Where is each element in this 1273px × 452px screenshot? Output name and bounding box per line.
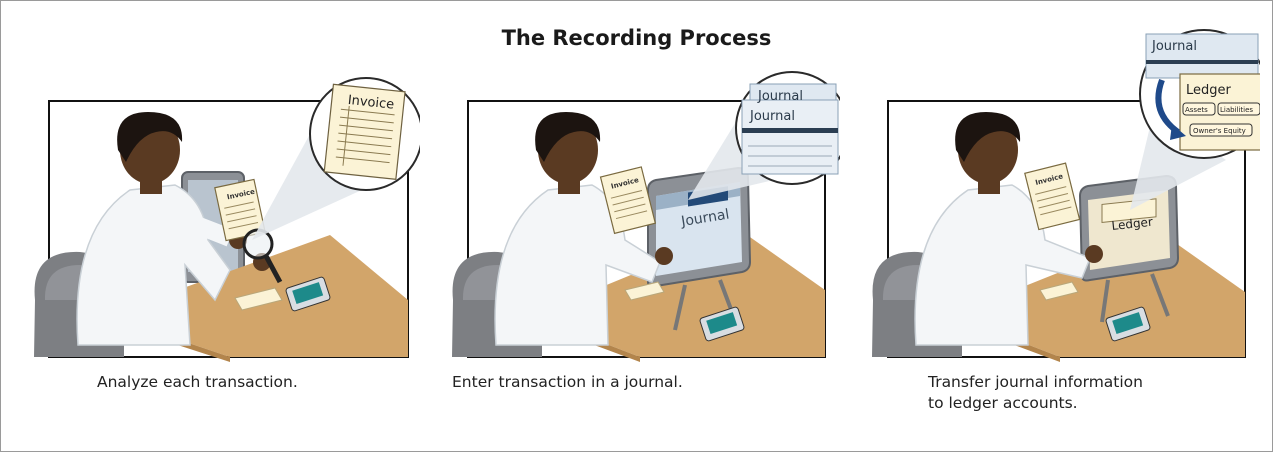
person-hair (535, 112, 601, 162)
zoom-journal (741, 83, 839, 175)
monitor (1078, 174, 1180, 323)
zoom-ledger (1179, 73, 1260, 151)
account-owners-equity: Owner's Equity (1193, 127, 1246, 135)
person-hair (955, 112, 1021, 162)
monitor (647, 166, 752, 331)
step-journal-caption: Enter transaction in a journal. (452, 373, 683, 391)
step-analyze: Invoice Invoice Analyze each transa (0, 0, 420, 452)
step-journal: Journal Invoice (420, 0, 840, 452)
step-journal-illustration: Journal Invoice (452, 71, 840, 362)
step-ledger-illustration: Ledger Invoice Journal (872, 29, 1260, 362)
screen-label: Journal (679, 207, 730, 231)
figure-title: The Recording Process (501, 26, 772, 50)
held-invoice (1024, 162, 1081, 231)
calculator-icon (1105, 306, 1151, 342)
zoom-journal-label-back: Journal (757, 89, 803, 104)
zoom-journal (1145, 33, 1259, 79)
held-invoice (214, 178, 266, 242)
step-ledger-caption-line-2: to ledger accounts. (928, 394, 1078, 412)
held-invoice (599, 166, 657, 235)
desk (570, 230, 825, 357)
account-liabilities: Liabilities (1220, 106, 1253, 114)
calculator-icon (699, 306, 745, 342)
screen-label: Ledger (1111, 215, 1154, 233)
account-assets: Assets (1185, 106, 1208, 114)
step-ledger-caption-line-1: Transfer journal information (928, 373, 1143, 391)
zoom-invoice (323, 83, 406, 181)
zoom-ledger-label: Ledger (1186, 83, 1232, 98)
person-hair (117, 112, 183, 162)
calculator-icon (285, 276, 331, 312)
step-ledger: Ledger Invoice Journal (840, 0, 1260, 452)
zoom-journal-label: Journal (1151, 39, 1197, 54)
step-ledger-caption: Transfer journal information to ledger a… (928, 372, 1143, 414)
zoom-journal-label: Journal (749, 109, 795, 124)
zoom-invoice-label: Invoice (347, 93, 395, 113)
step-analyze-illustration: Invoice Invoice (34, 77, 420, 362)
step-analyze-caption: Analyze each transaction. (97, 373, 298, 391)
desk (990, 232, 1245, 357)
